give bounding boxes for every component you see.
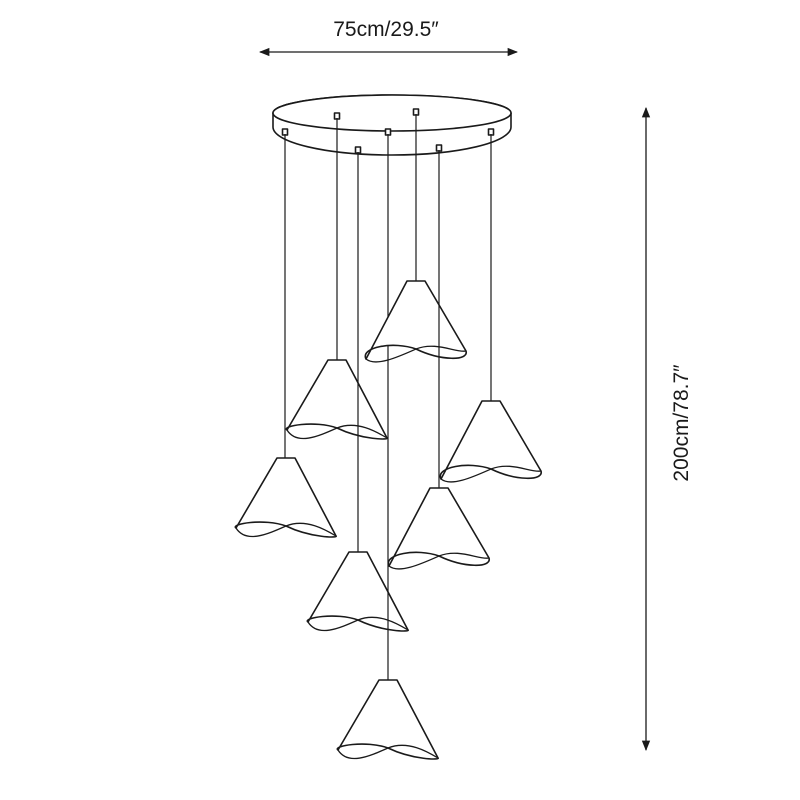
width-label: 75cm/29.5″ bbox=[333, 18, 439, 41]
shade-rim bbox=[307, 616, 409, 632]
cone-shade bbox=[285, 359, 388, 440]
pendant-2 bbox=[285, 112, 388, 440]
cone-shade bbox=[364, 280, 467, 360]
cone-shade bbox=[387, 487, 490, 567]
cone-shade bbox=[439, 400, 542, 480]
pendant-4 bbox=[336, 128, 439, 760]
cone-shade bbox=[306, 551, 409, 632]
ceiling-canopy bbox=[272, 94, 512, 156]
pendant-3 bbox=[306, 146, 409, 632]
pendant-1 bbox=[234, 128, 337, 538]
pendant-5 bbox=[364, 108, 467, 363]
shade-rim bbox=[388, 552, 490, 570]
height-label: 200cm/78.7″ bbox=[670, 364, 693, 482]
height-dimension: 200cm/78.7″ bbox=[641, 106, 693, 752]
pendants bbox=[234, 108, 542, 760]
pendant-6 bbox=[387, 144, 490, 570]
pendant-7 bbox=[439, 128, 542, 483]
shade-rim bbox=[286, 424, 388, 440]
shade-rim bbox=[235, 522, 337, 538]
cone-shade bbox=[234, 457, 337, 538]
width-dimension: 75cm/29.5″ bbox=[258, 18, 519, 57]
shade-rim bbox=[337, 744, 439, 760]
cone-shade bbox=[336, 679, 439, 760]
shade-rim bbox=[365, 345, 467, 363]
shade-rim bbox=[440, 465, 542, 483]
